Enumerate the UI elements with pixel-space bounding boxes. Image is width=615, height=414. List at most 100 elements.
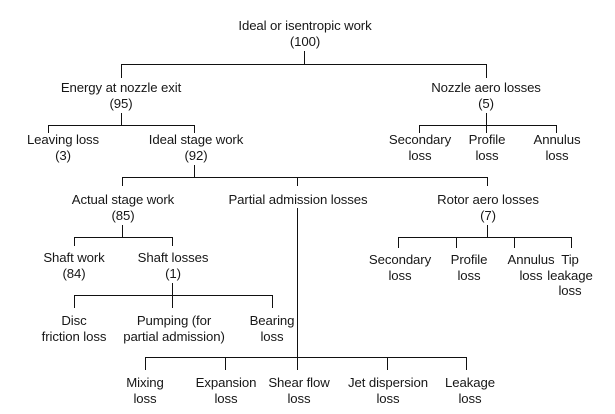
node-bearing-loss-label: Bearing (249, 313, 295, 328)
connector-shaft-losses-stem (172, 283, 174, 296)
connector-nozzle-aero-children-bar (419, 125, 556, 127)
node-shaft-losses: Shaft losses (1) (124, 250, 222, 281)
node-leaving-loss: Leaving loss (3) (4, 132, 122, 163)
connector-energy-nozzle-exit-drop (121, 64, 123, 78)
node-jet-dispersion-loss: Jet dispersion loss (334, 375, 442, 406)
node-shaft-losses-label: Shaft losses (137, 250, 209, 265)
connector-ideal-stage-children-bar (122, 177, 488, 179)
node-nozzle-annulus-loss-label: Annulus (533, 132, 581, 147)
node-actual-stage-work: Actual stage work (85) (47, 192, 199, 223)
node-nozzle-annulus-loss-label2: loss (545, 147, 569, 163)
node-nozzle-aero-losses-label: Nozzle aero losses (431, 80, 541, 95)
node-energy-at-nozzle-exit-value: (95) (109, 95, 133, 111)
node-leakage-loss: Leakage loss (432, 375, 508, 406)
connector-rotor-profile-drop (456, 237, 458, 248)
connector-nozzle-annulus-drop (556, 125, 558, 133)
node-ideal-stage-work: Ideal stage work (92) (122, 132, 270, 163)
connector-level1-bar (121, 64, 487, 66)
node-rotor-aero-losses-value: (7) (480, 207, 496, 223)
connector-bottom-bar (145, 357, 466, 359)
node-nozzle-profile-loss: Profile loss (455, 132, 519, 163)
connector-leakage-loss-drop (466, 357, 468, 370)
node-ideal-work: Ideal or isentropic work (100) (205, 18, 405, 49)
node-pumping-loss-label2: partial admission) (123, 328, 225, 344)
connector-bearing-drop (272, 295, 274, 308)
node-expansion-loss-label2: loss (214, 390, 238, 406)
node-expansion-loss-label: Expansion (195, 375, 257, 390)
node-shaft-work-value: (84) (62, 265, 86, 281)
node-energy-at-nozzle-exit-label: Energy at nozzle exit (60, 80, 182, 95)
node-leakage-loss-label: Leakage (445, 375, 495, 390)
node-tip-leakage-loss-label2: leakage (547, 267, 593, 283)
node-actual-stage-work-value: (85) (111, 207, 135, 223)
connector-actual-stage-stem (122, 225, 124, 238)
connector-ideal-work-stem (304, 51, 306, 65)
node-nozzle-secondary-loss-label: Secondary (388, 132, 452, 147)
node-rotor-secondary-loss: Secondary loss (358, 252, 442, 283)
node-rotor-secondary-loss-label2: loss (388, 267, 412, 283)
node-shaft-losses-value: (1) (165, 265, 181, 281)
node-shaft-work-label: Shaft work (43, 250, 105, 265)
connector-actual-stage-children-bar (74, 237, 173, 239)
node-jet-dispersion-loss-label2: loss (376, 390, 400, 406)
node-leaving-loss-value: (3) (55, 147, 71, 163)
node-mixing-loss-label: Mixing (126, 375, 164, 390)
connector-rotor-aero-drop (487, 177, 489, 186)
node-jet-dispersion-loss-label: Jet dispersion (348, 375, 428, 390)
connector-shaft-losses-children-bar (74, 295, 273, 297)
connector-disc-friction-drop (74, 295, 76, 308)
node-ideal-stage-work-value: (92) (184, 147, 208, 163)
node-tip-leakage-loss-label: Tip (561, 252, 579, 267)
connector-shear-flow-loss-drop (297, 357, 299, 370)
node-nozzle-annulus-loss: Annulus loss (521, 132, 593, 163)
node-shear-flow-loss: Shear flow loss (261, 375, 337, 406)
connector-nozzle-aero-losses-drop (486, 64, 488, 78)
connector-ideal-stage-work-drop (194, 125, 196, 133)
node-bearing-loss-label2: loss (260, 328, 284, 344)
connector-rotor-secondary-drop (398, 237, 400, 248)
node-shaft-work: Shaft work (84) (23, 250, 125, 281)
connector-pumping-drop (172, 295, 174, 308)
connector-energy-nozzle-exit-stem (121, 113, 123, 126)
node-tip-leakage-loss-label3: loss (558, 283, 582, 298)
connector-nozzle-profile-drop (486, 125, 488, 133)
node-rotor-aero-losses-label: Rotor aero losses (437, 192, 539, 207)
connector-nozzle-aero-stem (486, 113, 488, 126)
node-leaving-loss-label: Leaving loss (26, 132, 100, 147)
node-leakage-loss-label2: loss (458, 390, 482, 406)
node-nozzle-secondary-loss-label2: loss (408, 147, 432, 163)
node-mixing-loss: Mixing loss (108, 375, 182, 406)
node-ideal-work-value: (100) (289, 33, 321, 49)
node-disc-friction-loss-label2: friction loss (41, 328, 107, 344)
node-energy-at-nozzle-exit: Energy at nozzle exit (95) (35, 80, 207, 111)
connector-rotor-aero-children-bar (398, 237, 572, 239)
node-rotor-annulus-loss: Annulus loss (495, 252, 567, 283)
node-shear-flow-loss-label: Shear flow (268, 375, 330, 390)
connector-rotor-aero-stem (487, 225, 489, 238)
connector-shaft-losses-drop (172, 237, 174, 246)
connector-expansion-loss-drop (225, 357, 227, 370)
node-nozzle-aero-losses-value: (5) (478, 95, 494, 111)
node-partial-admission-losses-label: Partial admission losses (228, 192, 368, 207)
node-nozzle-profile-loss-label2: loss (475, 147, 499, 163)
node-ideal-stage-work-label: Ideal stage work (148, 132, 244, 147)
node-rotor-annulus-loss-label2: loss (519, 267, 543, 283)
node-rotor-secondary-loss-label: Secondary (368, 252, 432, 267)
connector-mixing-loss-drop (145, 357, 147, 370)
connector-partial-admission-drop (297, 177, 299, 186)
node-pumping-loss-label: Pumping (for (136, 313, 212, 328)
node-expansion-loss: Expansion loss (180, 375, 272, 406)
connector-ideal-stage-work-stem (194, 165, 196, 178)
node-rotor-aero-losses: Rotor aero losses (7) (414, 192, 562, 223)
node-nozzle-profile-loss-label: Profile (468, 132, 506, 147)
connector-nozzle-secondary-drop (419, 125, 421, 133)
node-bearing-loss: Bearing loss (234, 313, 310, 344)
connector-shaft-work-drop (74, 237, 76, 246)
node-partial-admission-losses: Partial admission losses (209, 192, 387, 208)
connector-jet-dispersion-loss-drop (387, 357, 389, 370)
connector-rotor-annulus-drop (514, 237, 516, 248)
node-actual-stage-work-label: Actual stage work (71, 192, 175, 207)
node-rotor-profile-loss-label: Profile (450, 252, 488, 267)
node-rotor-profile-loss: Profile loss (437, 252, 501, 283)
